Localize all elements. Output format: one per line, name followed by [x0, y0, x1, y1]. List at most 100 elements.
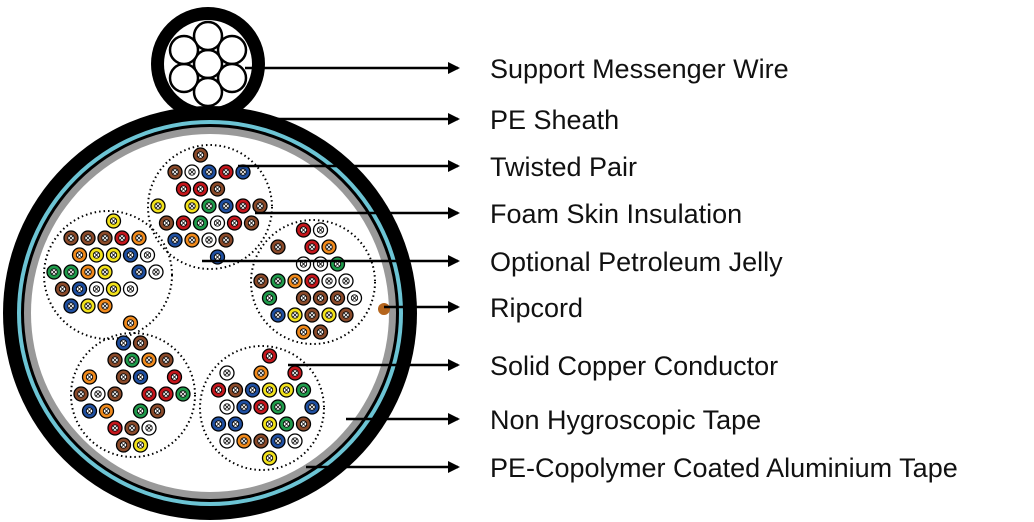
insulated-wire — [295, 222, 312, 238]
insulated-wire — [88, 281, 105, 297]
insulated-wire — [73, 386, 89, 402]
insulated-wire — [132, 335, 149, 351]
insulated-wire — [287, 433, 303, 449]
insulated-wire — [253, 365, 269, 381]
insulated-wire — [63, 230, 79, 246]
insulated-wire — [253, 399, 269, 415]
insulated-wire — [278, 416, 295, 432]
insulated-wire — [105, 247, 122, 263]
insulated-wire — [219, 399, 235, 415]
insulated-wire — [63, 264, 79, 280]
insulated-wire — [131, 230, 147, 246]
insulated-wire — [261, 348, 278, 364]
label-support-messenger-wire: Support Messenger Wire — [490, 54, 789, 84]
insulated-wire — [115, 437, 132, 453]
insulated-wire — [80, 230, 96, 246]
insulated-wire — [236, 433, 252, 449]
insulated-wire — [122, 315, 139, 331]
insulated-wire — [312, 222, 329, 238]
pair-bundle-outline — [250, 219, 376, 345]
insulated-wire — [312, 290, 329, 306]
insulated-wire — [338, 307, 354, 323]
insulated-wire — [175, 215, 192, 231]
insulated-wire — [287, 273, 303, 289]
insulated-wire — [210, 416, 227, 432]
insulated-wire — [46, 264, 62, 280]
insulated-wire — [158, 352, 174, 368]
insulated-wire — [244, 382, 261, 398]
insulated-wire — [338, 273, 354, 289]
insulated-wire — [278, 382, 295, 398]
callout-labels: Support Messenger Wire PE Sheath Twisted… — [490, 54, 958, 483]
insulated-wire — [261, 416, 278, 432]
insulated-wire — [132, 403, 149, 419]
insulated-wire — [218, 198, 234, 214]
insulated-wire — [295, 324, 312, 340]
insulated-wire — [148, 264, 164, 280]
insulated-wire — [115, 335, 132, 351]
insulated-wire — [63, 298, 79, 314]
insulated-wire — [329, 290, 346, 306]
messenger-wire — [151, 7, 265, 121]
insulated-wire — [124, 420, 140, 436]
insulated-wire — [253, 433, 269, 449]
insulated-wire — [329, 256, 346, 272]
insulated-wire — [97, 264, 113, 280]
insulated-wire — [97, 230, 113, 246]
insulated-wire — [287, 365, 303, 381]
insulated-wire — [131, 264, 147, 280]
insulated-wire — [270, 273, 286, 289]
pair-bundle-outline — [199, 345, 325, 471]
insulated-wire — [90, 386, 106, 402]
insulated-wire — [201, 232, 217, 248]
pair-bundle-outline — [147, 144, 273, 270]
insulated-wire — [54, 281, 71, 297]
insulated-wire — [321, 307, 337, 323]
insulated-wire — [346, 290, 363, 306]
insulated-wire — [122, 281, 139, 297]
insulated-wire — [201, 198, 217, 214]
label-pe-sheath: PE Sheath — [490, 105, 619, 135]
insulated-wire — [218, 164, 234, 180]
insulated-wire — [252, 198, 268, 214]
insulated-wire — [124, 352, 140, 368]
insulated-wire — [158, 215, 175, 231]
insulated-wire — [312, 256, 329, 272]
insulated-wire — [149, 403, 166, 419]
insulated-wire — [201, 164, 217, 180]
insulated-wire — [184, 164, 200, 180]
insulated-wire — [175, 386, 191, 402]
insulated-wire — [184, 232, 200, 248]
insulated-wire — [122, 247, 139, 263]
insulated-wire — [235, 164, 251, 180]
insulated-wire — [115, 369, 132, 385]
insulated-wire — [132, 369, 149, 385]
insulated-wire — [235, 198, 251, 214]
insulated-wire — [158, 386, 174, 402]
insulated-wire — [253, 273, 269, 289]
insulated-wire — [219, 365, 235, 381]
insulated-wire — [312, 324, 329, 340]
insulated-wire — [227, 416, 244, 432]
insulated-wire — [166, 369, 183, 385]
insulated-wire — [295, 290, 312, 306]
insulated-wire — [243, 215, 260, 231]
insulated-wire — [192, 215, 209, 231]
insulated-wire — [270, 307, 286, 323]
insulated-wire — [304, 273, 320, 289]
label-non-hygroscopic-tape: Non Hygroscopic Tape — [490, 405, 761, 435]
insulated-wire — [287, 307, 303, 323]
insulated-wire — [295, 382, 312, 398]
insulated-wire — [132, 437, 149, 453]
insulated-wire — [105, 281, 122, 297]
insulated-wire — [114, 230, 130, 246]
insulated-wire — [107, 386, 123, 402]
insulated-wire — [71, 281, 88, 297]
insulated-wire — [209, 215, 226, 231]
label-foam-skin-insulation: Foam Skin Insulation — [490, 199, 742, 229]
insulated-wire — [192, 147, 209, 163]
insulated-wire — [175, 181, 192, 197]
insulated-wire — [209, 181, 226, 197]
label-optional-petroleum-jelly: Optional Petroleum Jelly — [490, 247, 783, 277]
insulated-wire — [80, 264, 96, 280]
